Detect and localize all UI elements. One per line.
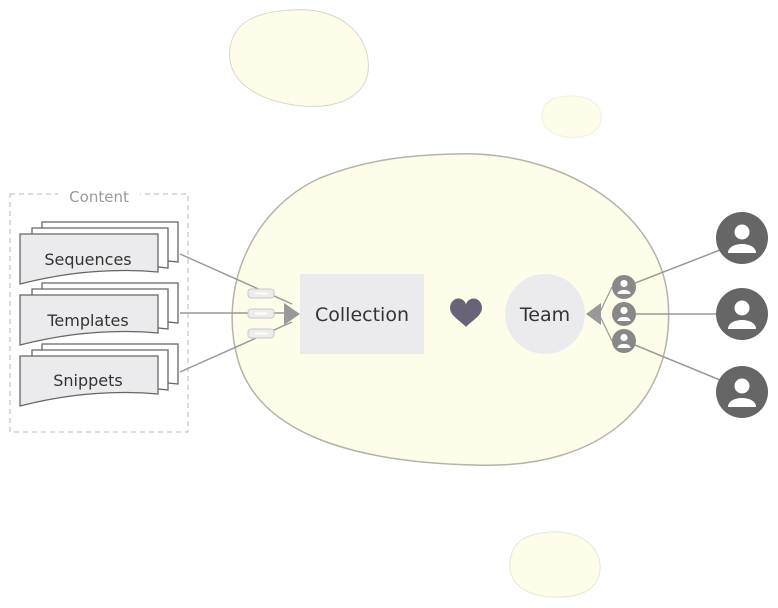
decorative-blob-small: [541, 95, 602, 138]
content-item-label: Templates: [46, 311, 128, 330]
document-stack-icon: [19, 221, 179, 285]
heart-icon: [450, 298, 482, 327]
content-item-label: Sequences: [44, 250, 131, 269]
person-icon: [612, 302, 636, 326]
collection-label: Collection: [315, 304, 409, 326]
team-circle: [505, 274, 585, 354]
team-label: Team: [519, 304, 570, 326]
person-icon: [716, 366, 768, 418]
member-connector: [624, 249, 721, 288]
member-connector: [624, 340, 721, 381]
document-stack-icon: [19, 343, 179, 407]
collection-box: [300, 274, 424, 354]
document-stack-snippets: Snippets: [19, 343, 179, 407]
link-icon: [247, 328, 275, 339]
collection-arrowhead: [284, 303, 300, 325]
person-icon: [716, 288, 768, 340]
link-icon: [247, 288, 275, 299]
person-icon: [716, 212, 768, 264]
team-arrowhead: [586, 303, 601, 325]
document-stack-icon: [19, 282, 179, 346]
decorative-blob-top: [229, 9, 369, 107]
content-group-title-bg: [58, 186, 140, 204]
member-converge-line: [599, 315, 613, 342]
person-icon: [612, 275, 636, 299]
content-group-title: Content: [69, 188, 129, 206]
member-converge-line: [599, 286, 613, 313]
decorative-blob-bottom: [509, 531, 601, 598]
document-stack-sequences: Sequences: [19, 221, 179, 285]
document-stack-templates: Templates: [19, 282, 179, 346]
person-icon: [612, 329, 636, 353]
link-icon: [247, 308, 275, 319]
content-item-label: Snippets: [53, 371, 123, 390]
